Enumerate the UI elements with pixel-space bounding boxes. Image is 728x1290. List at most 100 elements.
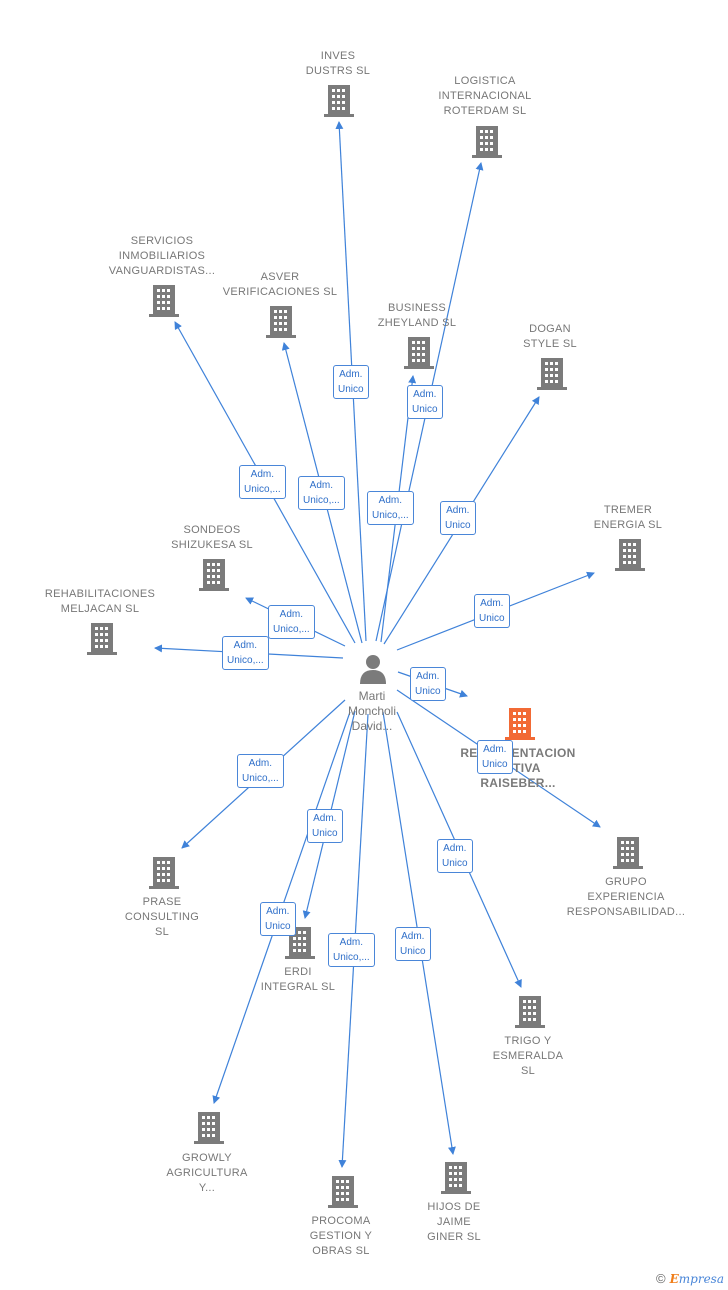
- company-label-line: PRASE: [142, 896, 182, 908]
- edge-label-line: Unico: [338, 384, 364, 395]
- company-label-line: SONDEOS: [183, 524, 241, 536]
- copyright-symbol: ©: [656, 1271, 666, 1286]
- building-icon-logistica[interactable]: [472, 126, 502, 158]
- edge-label-trigo[interactable]: Adm. Unico: [437, 839, 473, 873]
- building-icon-sondeos[interactable]: [199, 559, 229, 591]
- company-label-line: SERVICIOS: [130, 235, 194, 247]
- building-icon-procoma[interactable]: [328, 1176, 358, 1208]
- edge-label-line: Adm.: [309, 480, 334, 491]
- edge-label-line: Adm.: [413, 389, 437, 400]
- edge-label-procoma[interactable]: Adm.Unico,...: [328, 933, 375, 967]
- edge-label-line: Unico,...: [244, 484, 281, 495]
- edge-label-line: Adm.: [446, 505, 470, 516]
- edge-label-line: Unico: [400, 946, 426, 957]
- edge-label-inves[interactable]: Adm. Unico: [333, 365, 369, 399]
- company-label-line: BUSINESS: [387, 302, 447, 314]
- edge-label-erdi[interactable]: Adm. Unico: [307, 809, 343, 843]
- company-label-line: REHABILITACIONES: [44, 588, 156, 600]
- building-icon-servicios[interactable]: [149, 285, 179, 317]
- edge-label-sondeos[interactable]: Adm.Unico,...: [268, 605, 315, 639]
- company-label-line: GINER SL: [427, 1231, 481, 1243]
- company-label-line: ZHEYLAND SL: [377, 317, 457, 329]
- company-label-line: STYLE SL: [523, 338, 577, 350]
- edge-label-line: Unico: [445, 520, 471, 531]
- person-name[interactable]: Marti Moncholi David...: [347, 689, 397, 733]
- company-label-line: VERIFICACIONES SL: [222, 286, 338, 298]
- edge-label-logistica[interactable]: Adm.Unico: [407, 385, 443, 419]
- edge-label-line: Adm.: [250, 469, 275, 480]
- building-icon-grupo[interactable]: [613, 837, 643, 869]
- company-label-business[interactable]: BUSINESS ZHEYLAND SL: [337, 301, 497, 331]
- building-icon-business[interactable]: [404, 337, 434, 369]
- building-icon-trigo[interactable]: [515, 996, 545, 1028]
- company-label-line: HIJOS DE: [427, 1201, 481, 1213]
- company-label-line: ROTERDAM SL: [443, 105, 527, 117]
- person-icon[interactable]: [360, 655, 386, 684]
- edge-label-prase[interactable]: Adm.Unico,...: [237, 754, 284, 788]
- edge-label-line: Adm.: [248, 758, 273, 769]
- edge-label-business[interactable]: Adm.Unico,...: [367, 491, 414, 525]
- edge-label-growly[interactable]: Adm.Unico: [260, 902, 296, 936]
- edge-label-dogan[interactable]: Adm. Unico: [440, 501, 476, 535]
- company-label-line: PROCOMA: [311, 1215, 371, 1227]
- building-icon-inves[interactable]: [324, 85, 354, 117]
- edge-label-line: Unico,...: [372, 510, 409, 521]
- company-label-line: REPRESENTACION: [460, 746, 576, 760]
- building-icon-growly[interactable]: [194, 1112, 224, 1144]
- edge-label-line: Unico: [312, 828, 338, 839]
- edge-label-tremer[interactable]: Adm.Unico: [474, 594, 510, 628]
- company-label-dogan[interactable]: DOGAN STYLE SL: [470, 322, 630, 352]
- company-label-line: ESMERALDA: [492, 1050, 564, 1062]
- company-label-line: OBRAS SL: [312, 1245, 370, 1257]
- edge-label-line: Adm.: [266, 906, 290, 917]
- building-icon-prase[interactable]: [149, 857, 179, 889]
- edge-label-servicios[interactable]: Adm. Unico,...: [239, 465, 286, 499]
- edge-label-line: Unico: [442, 858, 468, 869]
- edge-label-line: Unico: [482, 759, 508, 770]
- edge-label-grupo[interactable]: Adm. Unico: [477, 740, 513, 774]
- edge-label-rehab[interactable]: Adm.Unico,...: [222, 636, 269, 670]
- company-label-line: DOGAN: [529, 323, 571, 335]
- building-icon-rehab[interactable]: [87, 623, 117, 655]
- company-label-line: SL: [154, 926, 170, 938]
- edge-label-line: Adm.: [313, 813, 337, 824]
- building-icon-tremer[interactable]: [615, 539, 645, 571]
- edge-label-line: Adm.: [233, 640, 258, 651]
- company-label-line: INMOBILIARIOS: [118, 250, 206, 262]
- company-label-line: TRIGO Y: [504, 1035, 552, 1047]
- building-icon-hijos[interactable]: [441, 1162, 471, 1194]
- edge-label-hijos[interactable]: Adm.Unico: [395, 927, 431, 961]
- edge-label-representacion[interactable]: Adm.Unico: [410, 667, 446, 701]
- edge-label-line: Unico,...: [333, 952, 370, 963]
- building-icon-dogan[interactable]: [537, 358, 567, 390]
- building-icon-representacion[interactable]: [505, 708, 535, 740]
- edge-label-asver[interactable]: Adm.Unico,...: [298, 476, 345, 510]
- edge-label-line: Adm.: [339, 369, 363, 380]
- edge-label-line: Adm.: [443, 843, 467, 854]
- company-label-line: LOGISTICA: [454, 75, 516, 87]
- company-label-prase[interactable]: PRASE CONSULTING SL: [82, 895, 242, 940]
- company-label-line: DUSTRS SL: [305, 65, 371, 77]
- company-label-line: INTEGRAL SL: [260, 981, 336, 993]
- company-label-line: EXPERIENCIA: [587, 891, 665, 903]
- building-icon-asver[interactable]: [266, 306, 296, 338]
- company-label-line: GROWLY: [182, 1152, 232, 1164]
- company-label-line: CONSULTING: [124, 911, 200, 923]
- company-label-line: Y...: [198, 1182, 216, 1194]
- edge-label-line: Adm.: [483, 744, 507, 755]
